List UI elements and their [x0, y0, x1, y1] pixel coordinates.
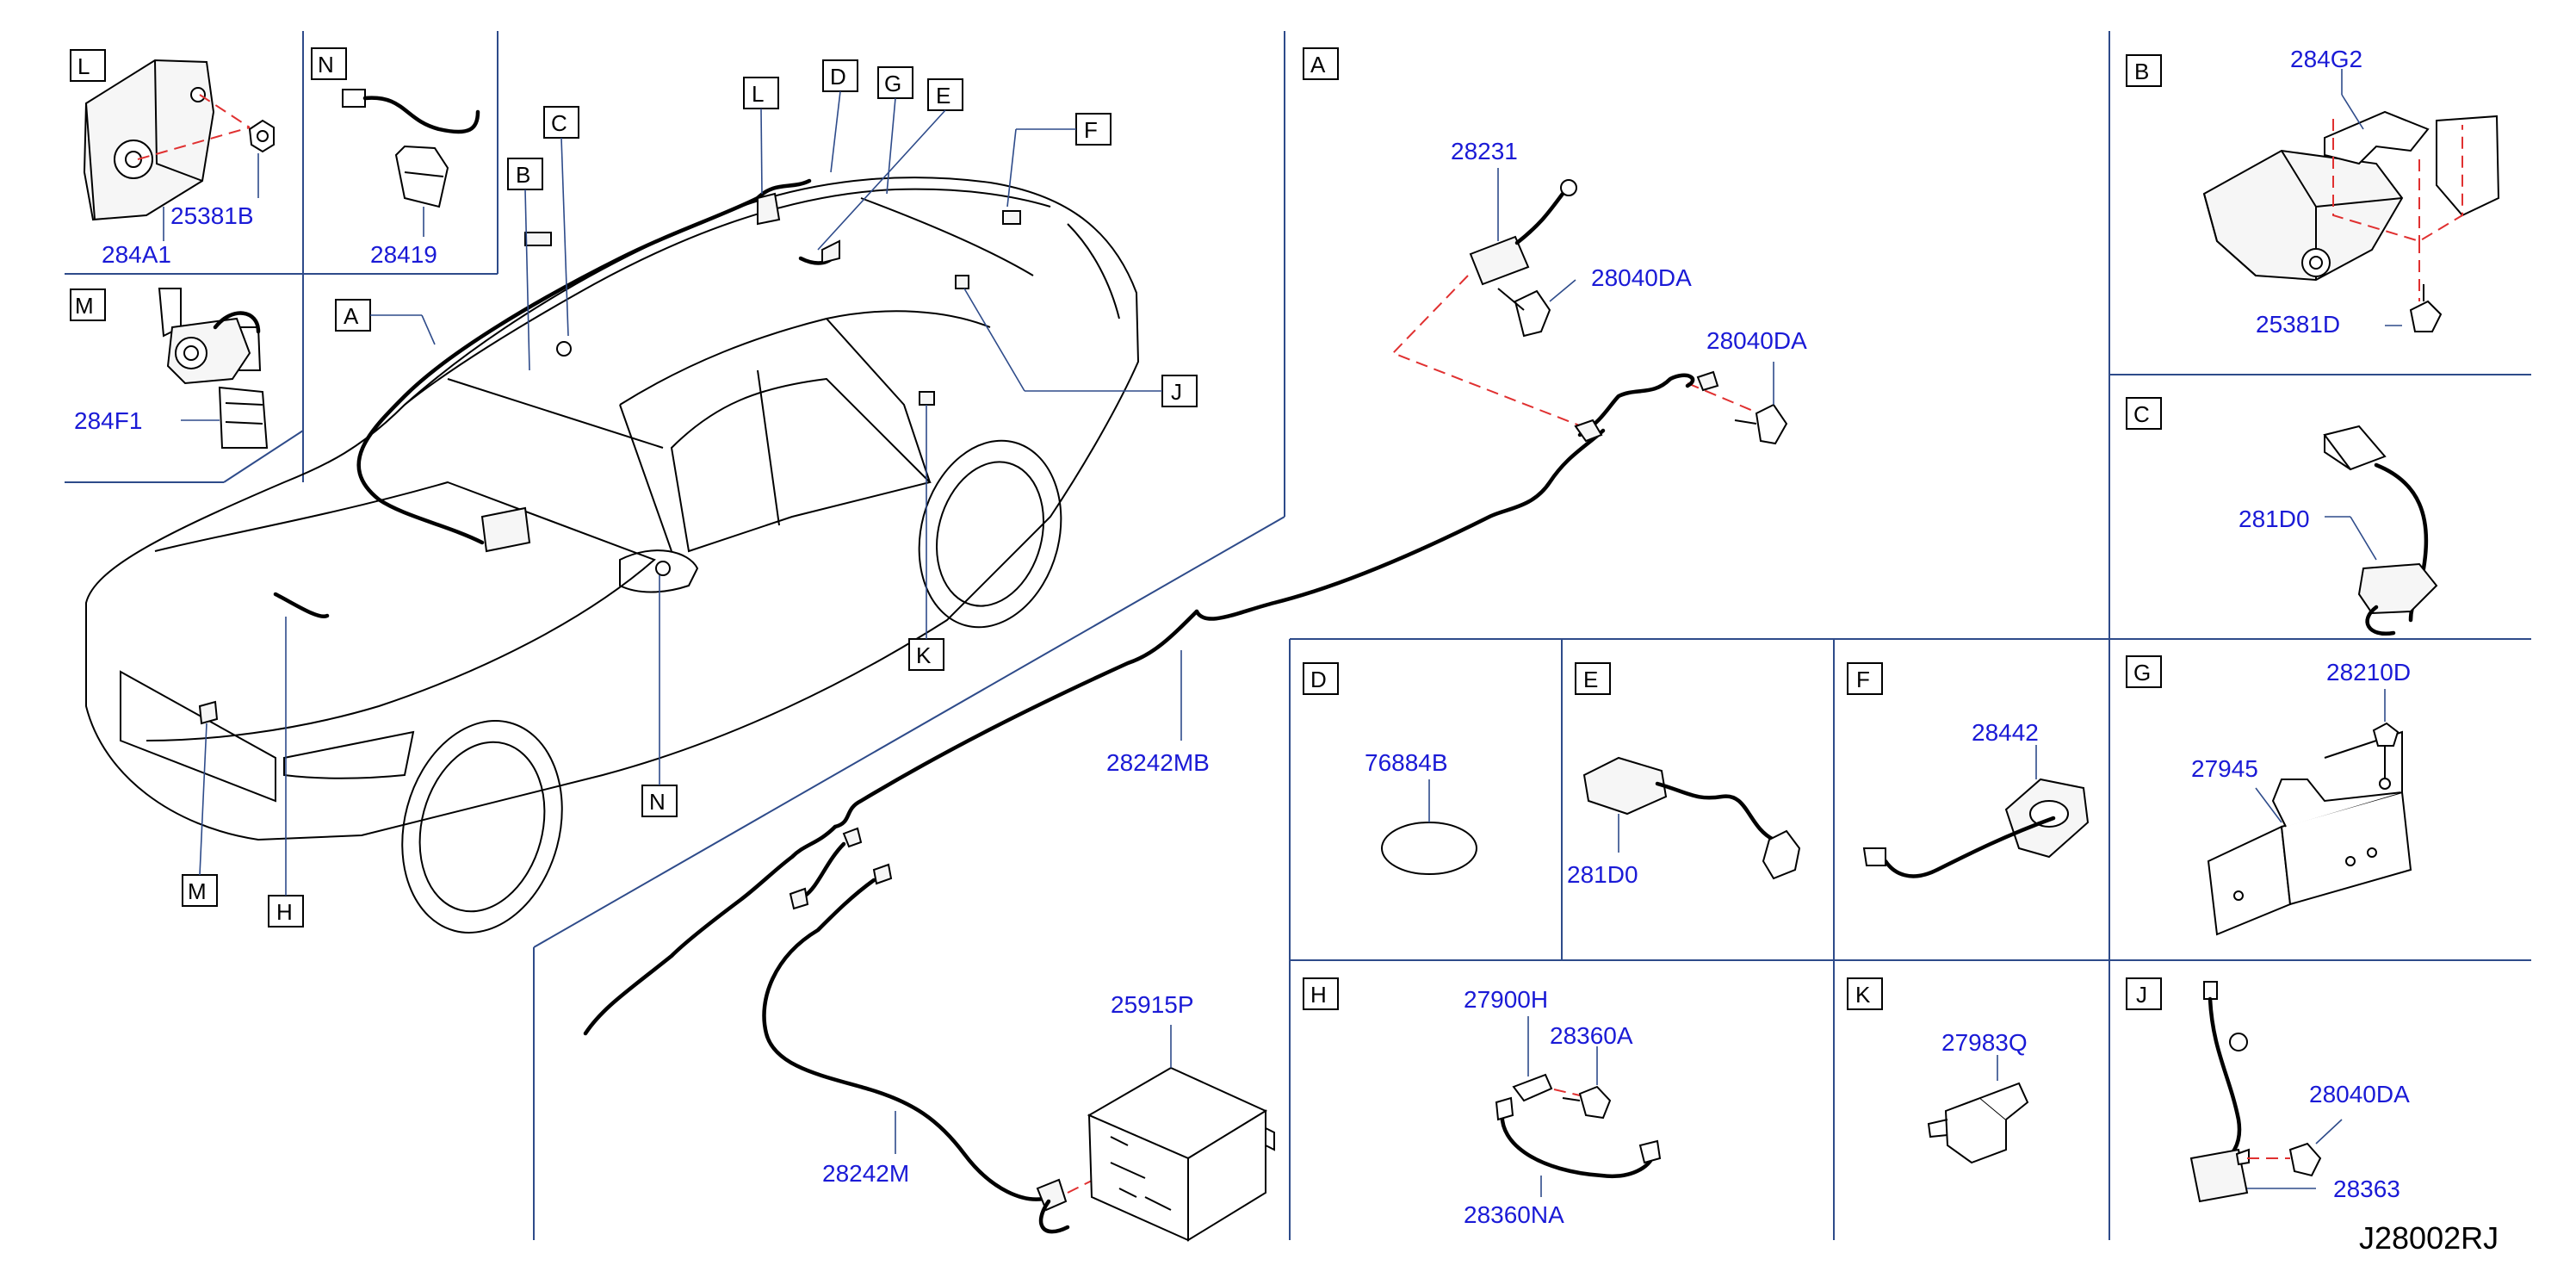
pn-28210D: 28210D [2326, 659, 2411, 686]
panel-F: F 28442 [1847, 662, 2090, 878]
nut-25381B [248, 119, 275, 153]
pn-27983Q: 27983Q [1941, 1029, 2028, 1056]
pn-28231: 28231 [1451, 138, 1518, 164]
pn-25381B: 25381B [170, 202, 254, 229]
pn-28442: 28442 [1972, 719, 2039, 746]
callout-G-panel: G [2133, 660, 2151, 686]
callout-A-car: A [344, 303, 359, 329]
callout-H-panel: H [1310, 982, 1327, 1008]
bolt-28040DA-2 [1734, 403, 1788, 445]
bolt-28360A [1562, 1085, 1612, 1120]
pn-76884B: 76884B [1365, 749, 1448, 776]
callout-K-car: K [916, 642, 932, 668]
callout-M-inset: M [75, 293, 94, 319]
callout-D-panel: D [1310, 667, 1327, 692]
pn-25915P: 25915P [1111, 991, 1194, 1018]
panel-G: G 28210D 27945 [2126, 655, 2412, 936]
callout-E-panel: E [1583, 667, 1598, 692]
panel-K: K 27983Q [1847, 977, 2029, 1164]
pn-27945: 27945 [2191, 755, 2258, 782]
pn-27900H: 27900H [1464, 986, 1548, 1013]
inset-N: N 28419 [311, 47, 480, 268]
callout-A-panel: A [1310, 52, 1326, 78]
callout-K-panel: K [1855, 982, 1871, 1008]
harness-28363 [2189, 981, 2250, 1203]
panel-H: H 27900H 28360A 28360NA [1303, 977, 1662, 1228]
pn-281D0-e: 281D0 [1567, 861, 1638, 888]
pn-284G2: 284G2 [2290, 46, 2362, 72]
module-281D0-e [1582, 756, 1801, 880]
callout-C-car: C [551, 110, 567, 136]
panel-E: E 281D0 [1567, 662, 1801, 888]
pn-281D0-c: 281D0 [2239, 506, 2310, 532]
pn-28040DA-2: 28040DA [1706, 327, 1807, 354]
bolt-28040DA-1 [1497, 288, 1551, 338]
pn-28363: 28363 [2333, 1176, 2400, 1202]
panel-C: C 281D0 [2126, 397, 2438, 636]
bolt-28040DA-j [2288, 1142, 2322, 1177]
panel-B: B 25381D 284G2 [2126, 46, 2500, 338]
pn-28040DA-1: 28040DA [1591, 264, 1692, 291]
panel-A: A 28231 28040DA 28040DA [583, 47, 1807, 1242]
callout-F-car: F [1084, 117, 1098, 143]
control-unit-284A1 [83, 59, 215, 221]
camera-284F1 [158, 288, 269, 449]
module-25915P [1087, 1066, 1275, 1242]
callout-N-car: N [649, 789, 666, 815]
pad-76884B [1381, 822, 1477, 875]
panel-J: J 28040DA 28363 [2126, 977, 2410, 1203]
inset-M: M 284F1 [70, 288, 269, 449]
module-28442 [1862, 778, 2090, 878]
callout-D-car: D [830, 64, 846, 90]
pn-28419: 28419 [370, 241, 437, 268]
car-illustration [85, 177, 1140, 934]
callout-H-car: H [276, 899, 293, 925]
panel-D: D 76884B [1303, 662, 1477, 875]
inset-L: L 25381B 284A1 [70, 49, 275, 268]
callout-E-car: E [936, 83, 951, 109]
callout-J-panel: J [2136, 982, 2147, 1008]
car-callouts: A B C L D G E F J K N M [182, 59, 1198, 927]
pn-28360NA: 28360NA [1464, 1201, 1564, 1228]
callout-G-car: G [884, 71, 901, 96]
pn-28360A: 28360A [1550, 1022, 1633, 1049]
pn-28242M: 28242M [822, 1160, 909, 1187]
callout-B-panel: B [2134, 59, 2149, 84]
pn-284F1: 284F1 [74, 407, 142, 434]
bracket-module-284G2 [2202, 110, 2500, 282]
relay-27983Q [1927, 1082, 2029, 1164]
pn-284A1: 284A1 [102, 241, 171, 268]
callout-B-car: B [516, 162, 530, 188]
diagram-code: J28002RJ [2359, 1220, 2499, 1256]
callout-C-panel: C [2133, 401, 2150, 427]
pn-28242MB: 28242MB [1106, 749, 1210, 776]
module-281D0-c [2323, 425, 2438, 636]
callout-J-car: J [1171, 379, 1182, 405]
callout-F-panel: F [1856, 667, 1870, 692]
frame-lines [65, 31, 2531, 1240]
pn-25381D: 25381D [2256, 311, 2340, 338]
callout-N-inset: N [318, 52, 334, 78]
callout-M-car: M [188, 878, 207, 904]
bolt-28210D [2372, 722, 2400, 779]
bolt-25381D [2409, 284, 2443, 332]
harness-28360NA [1495, 1073, 1662, 1179]
callout-L-inset: L [77, 53, 90, 79]
module-28231 [1469, 179, 1577, 286]
callout-L-car: L [752, 81, 764, 107]
pn-28040DA-j: 28040DA [2309, 1081, 2410, 1107]
bracket-27945 [2207, 730, 2412, 936]
